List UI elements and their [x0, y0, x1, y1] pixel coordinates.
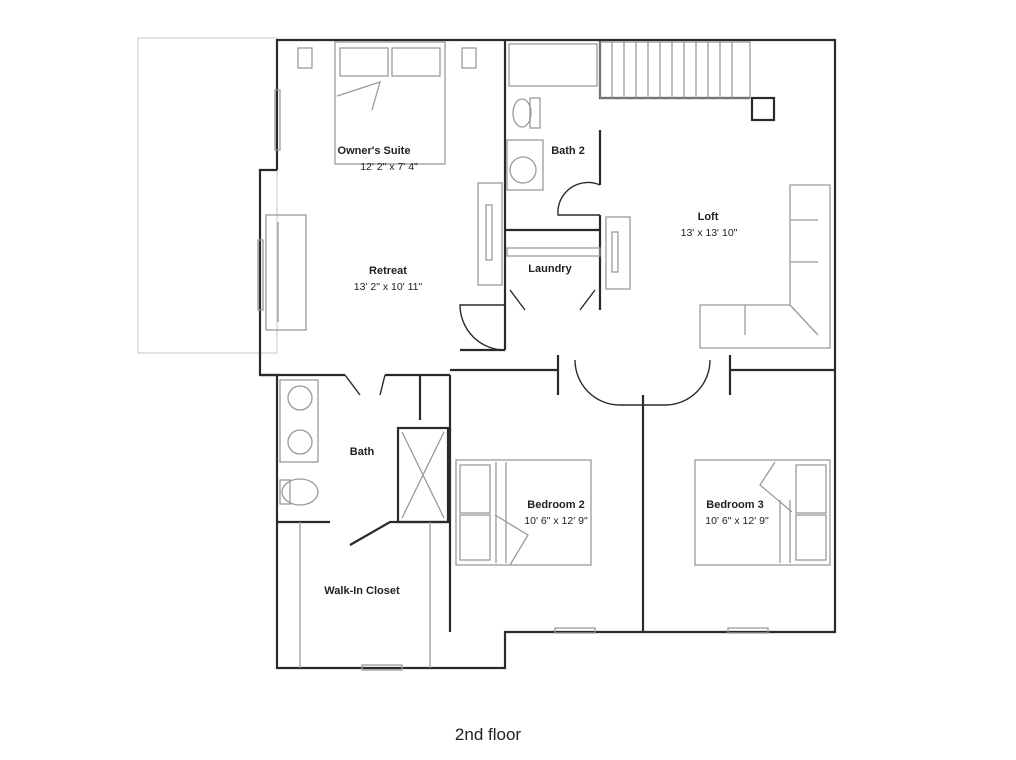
floor-caption: 2nd floor: [455, 725, 521, 744]
exterior-walls: [258, 38, 837, 670]
room-dims-owners-suite: 12' 2" x 7' 4": [360, 161, 418, 173]
windows: [257, 89, 769, 671]
staircase: [599, 41, 776, 122]
room-name-bedroom3: Bedroom 3: [706, 499, 763, 511]
room-name-walkin-closet: Walk-In Closet: [324, 585, 400, 597]
room-dims-bedroom3: 10' 6" x 12' 9": [705, 515, 769, 527]
furniture: [265, 41, 831, 668]
doors: [344, 181, 711, 406]
room-name-bath: Bath: [350, 446, 375, 458]
room-dims-bedroom2: 10' 6" x 12' 9": [524, 515, 588, 527]
room-name-laundry: Laundry: [528, 263, 572, 275]
room-name-loft: Loft: [698, 211, 719, 223]
interior-walls: [260, 40, 835, 632]
room-name-owners-suite: Owner's Suite: [338, 145, 411, 157]
room-name-retreat: Retreat: [369, 265, 407, 277]
room-dims-loft: 13' x 13' 10": [681, 227, 738, 239]
room-name-bedroom2: Bedroom 2: [527, 499, 584, 511]
room-dims-retreat: 13' 2" x 10' 11": [354, 281, 423, 293]
open-area-outline: [137, 37, 278, 354]
room-name-bath2: Bath 2: [551, 145, 585, 157]
